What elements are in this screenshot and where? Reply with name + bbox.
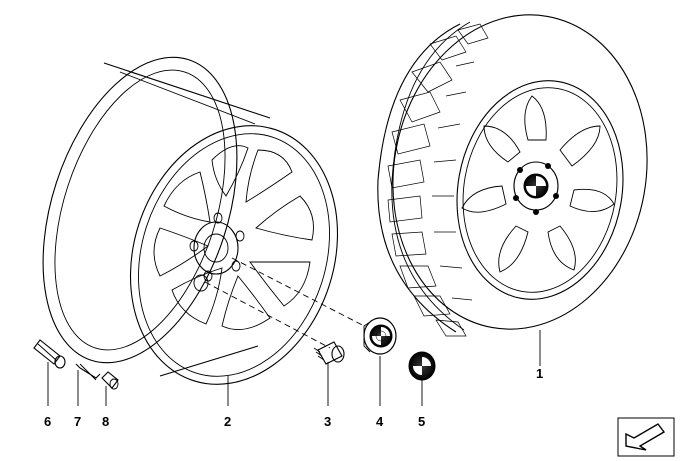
valve-cap-drawing <box>33 339 66 369</box>
callout-2: 2 <box>224 414 231 429</box>
callout-5: 5 <box>418 414 425 429</box>
emblem-drawing <box>408 351 436 381</box>
hub-cap-drawing <box>363 317 397 355</box>
callout-8: 8 <box>102 414 109 429</box>
callout-1: 1 <box>536 366 543 381</box>
callout-4: 4 <box>376 414 384 429</box>
callout-3: 3 <box>324 414 331 429</box>
assembly-lines <box>204 257 373 349</box>
arrow-icon <box>617 417 675 457</box>
rim-drawing <box>42 56 339 385</box>
leader-lines <box>47 330 541 406</box>
wheel-bolt-drawing <box>313 341 345 365</box>
wheel-with-tire-drawing <box>377 14 648 337</box>
callout-7: 7 <box>74 414 81 429</box>
callout-6: 6 <box>44 414 51 429</box>
valve-stem-drawing <box>75 363 101 381</box>
valve-nut-drawing <box>101 371 119 390</box>
